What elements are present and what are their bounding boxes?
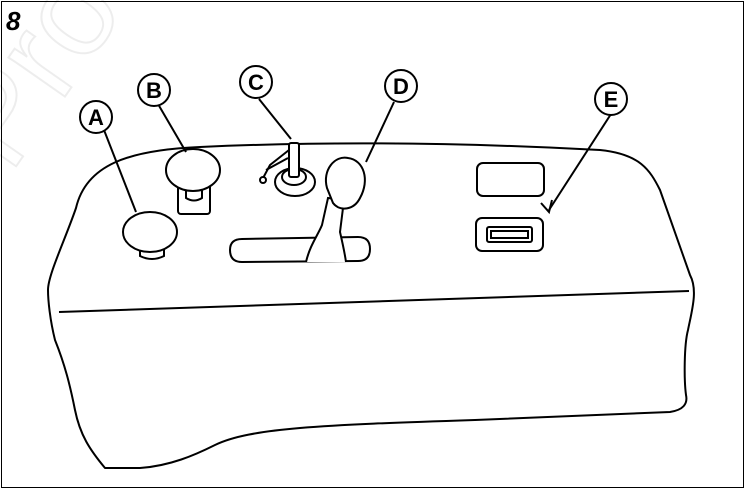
leader-line-e [548,113,612,211]
figure-number: 8 [6,6,21,36]
callout-e: E [594,82,628,116]
throttle-lever-d [228,156,372,264]
panel-seam-line [58,290,690,313]
leader-line-a [103,129,137,213]
upper-switch-housing [476,162,545,197]
callout-b-label: B [146,78,162,103]
callout-a-label: A [88,105,104,130]
panel-outline [47,142,695,469]
leader-line-d [365,101,395,163]
callout-d: D [384,69,418,103]
knob-b [165,148,221,215]
leader-lines [103,98,612,215]
callout-c-label: C [248,70,264,95]
callouts: A B C D E [79,65,628,134]
knob-a [122,211,178,260]
callout-e-label: E [604,87,619,112]
leader-arrow-e [540,199,553,215]
callout-c: C [239,65,273,99]
callout-b: B [137,73,171,107]
leader-line-b [157,103,187,153]
callout-d-label: D [393,74,409,99]
callout-a: A [79,100,113,134]
ignition-key-c [259,142,316,197]
leader-line-c [258,98,292,140]
switch-panel-e [475,162,545,252]
control-panel-body [47,142,695,469]
